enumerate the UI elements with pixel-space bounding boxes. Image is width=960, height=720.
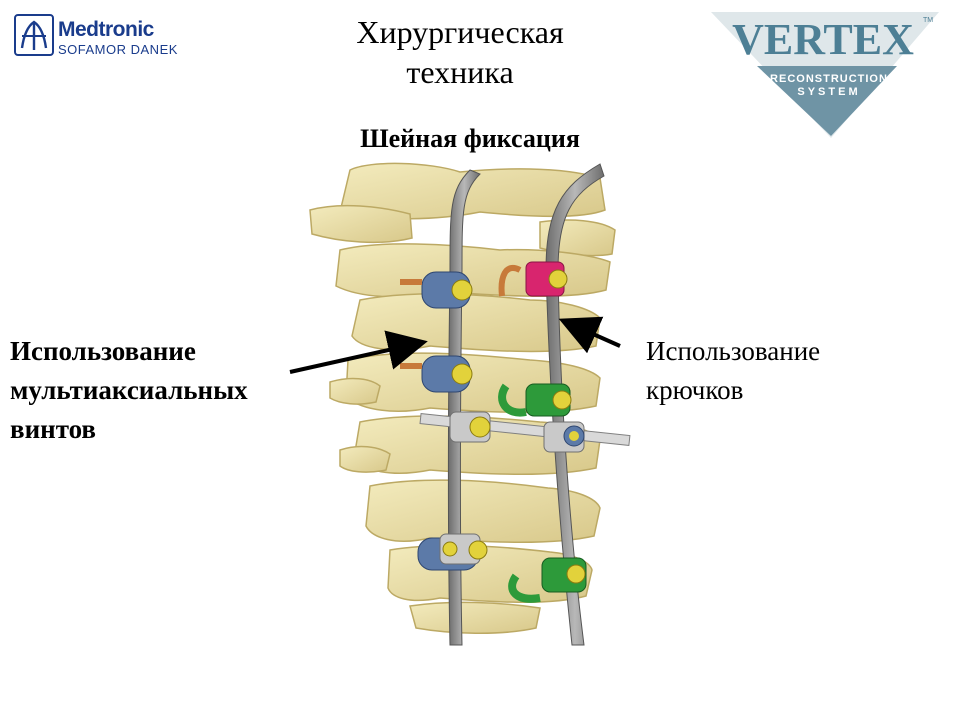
cervical-spine-illustration [309, 162, 631, 646]
vertex-name: VERTEX [732, 15, 914, 64]
medtronic-mark-icon [14, 14, 54, 56]
medtronic-subtitle: SOFAMOR DANEK [58, 42, 178, 57]
left-label-line-2: мультиаксиальных [10, 375, 248, 405]
green-hook-upper [498, 383, 572, 417]
transverse-process-left-5 [339, 445, 391, 473]
medtronic-logo: Medtronic SOFAMOR DANEK [14, 14, 184, 62]
vertex-logo: VERTEX TM RECONSTRUCTION SYSTEM [711, 12, 939, 138]
pink-hook [498, 261, 568, 297]
section-subtitle: Шейная фиксация [360, 124, 580, 153]
hooks-label: Использование крючков [646, 332, 906, 410]
vertex-line-1: RECONSTRUCTION [770, 73, 888, 85]
page-title: Хирургическая техника [300, 12, 620, 92]
transverse-process-left-4 [329, 377, 381, 405]
multiaxial-screws-label: Использование мультиаксиальных винтов [10, 332, 300, 449]
green-hook-lower [508, 557, 587, 603]
left-label-line-1: Использование [10, 336, 196, 366]
medtronic-name: Medtronic [58, 18, 154, 41]
multiaxial-screw-3 [417, 533, 488, 571]
right-label-line-1: Использование [646, 336, 821, 366]
left-label-line-3: винтов [10, 414, 97, 444]
vertebra-c1 [339, 162, 606, 220]
title-line-1: Хирургическая [356, 14, 564, 50]
transverse-process-left-1 [309, 204, 413, 244]
vertex-line-2: SYSTEM [797, 86, 860, 98]
multiaxial-screw-1 [400, 271, 473, 309]
cross-connector [419, 411, 631, 453]
vertebra-c3 [351, 293, 601, 353]
vertebra-t1 [409, 601, 541, 634]
vertebra-c6 [365, 479, 601, 544]
title-line-2: техника [406, 54, 514, 90]
vertex-tm: TM [923, 17, 933, 24]
right-label-line-2: крючков [646, 375, 744, 405]
vertex-triangle-inner [757, 66, 897, 136]
